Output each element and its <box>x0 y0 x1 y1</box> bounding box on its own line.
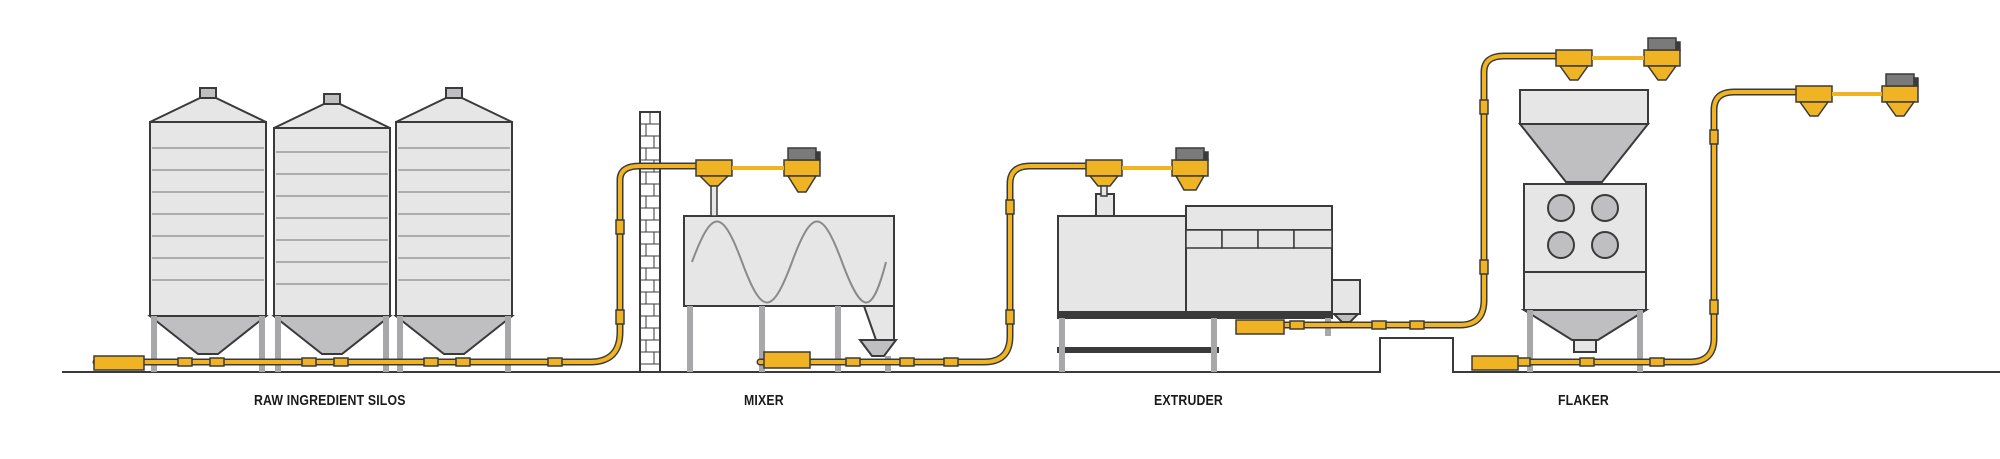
hopper-icon <box>1643 37 1681 81</box>
silo-2 <box>271 93 393 372</box>
hopper-icon <box>1881 73 1919 117</box>
label-raw-ingredient-silos: RAW INGREDIENT SILOS <box>254 392 406 409</box>
silo-1 <box>147 87 269 372</box>
hopper-icon <box>1171 147 1209 191</box>
label-mixer: MIXER <box>744 392 784 409</box>
hopper-icon <box>1085 159 1123 197</box>
brick-wall <box>639 111 661 373</box>
mixer <box>639 111 898 373</box>
conveyor-receivers <box>695 37 1919 217</box>
label-extruder: EXTRUDER <box>1154 392 1223 409</box>
label-flaker: FLAKER <box>1558 392 1609 409</box>
raw-ingredient-silos <box>147 87 515 372</box>
hopper-icon <box>695 159 733 217</box>
extruder <box>1057 193 1361 372</box>
tube-couplings <box>177 99 1719 367</box>
hopper-icon <box>1795 85 1833 117</box>
hopper-icon <box>783 147 821 193</box>
conveyor-tubes <box>92 52 1804 366</box>
hopper-icon <box>1555 49 1593 81</box>
flaker <box>1517 89 1651 372</box>
pickup-stations <box>93 319 1519 371</box>
silo-3 <box>393 87 515 372</box>
ground-line <box>62 337 2000 373</box>
